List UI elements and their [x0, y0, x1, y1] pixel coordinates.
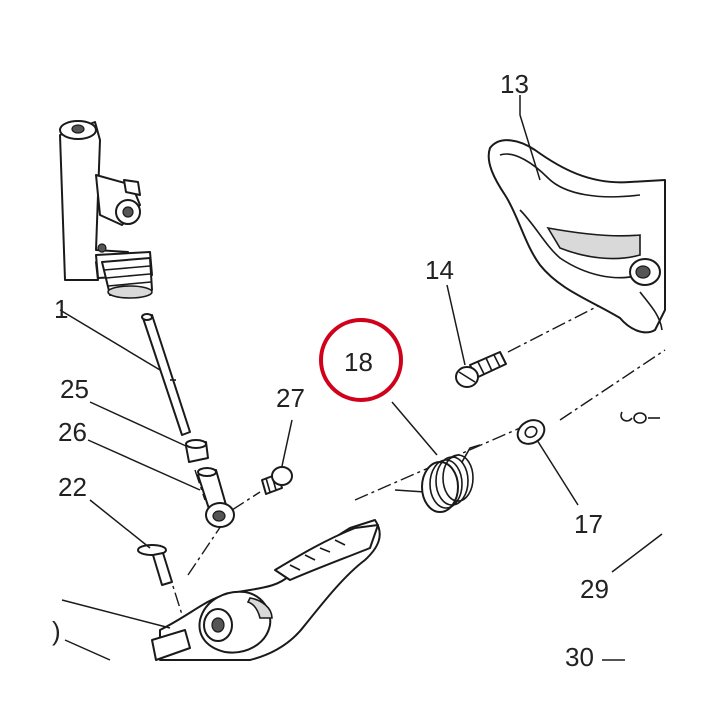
callout-30: 30 — [565, 642, 594, 672]
spring-part-18 — [394, 444, 481, 513]
callout-labels: 13 14 18 17 25 26 22 27 29 30 1 ) — [52, 69, 609, 672]
callout-13: 13 — [500, 69, 529, 99]
callout-18: 18 — [344, 347, 373, 377]
brake-pedal-lever — [151, 519, 381, 661]
callout-22: 22 — [58, 472, 87, 502]
callout-26: 26 — [58, 417, 87, 447]
master-cylinder — [59, 120, 153, 299]
push-rod — [141, 313, 191, 436]
washer-part-17 — [516, 419, 546, 445]
callout-25: 25 — [60, 374, 89, 404]
screw-part-27 — [261, 466, 293, 495]
pedal-bracket-part-13 — [487, 139, 666, 334]
leader-lines — [59, 95, 663, 661]
callout-17: 17 — [574, 509, 603, 539]
pin-part-22 — [137, 544, 173, 586]
callout-27: 27 — [276, 383, 305, 413]
callout-14: 14 — [425, 255, 454, 285]
clevis-part-26 — [197, 467, 235, 528]
highlight-circle-18 — [319, 318, 403, 402]
callout-partial-left: 1 — [54, 294, 68, 324]
nut-part-25 — [185, 439, 209, 463]
clip-part — [620, 411, 660, 424]
callout-partial-left-2: ) — [52, 616, 61, 646]
callout-29: 29 — [580, 574, 609, 604]
bolt-part-14 — [455, 351, 507, 388]
